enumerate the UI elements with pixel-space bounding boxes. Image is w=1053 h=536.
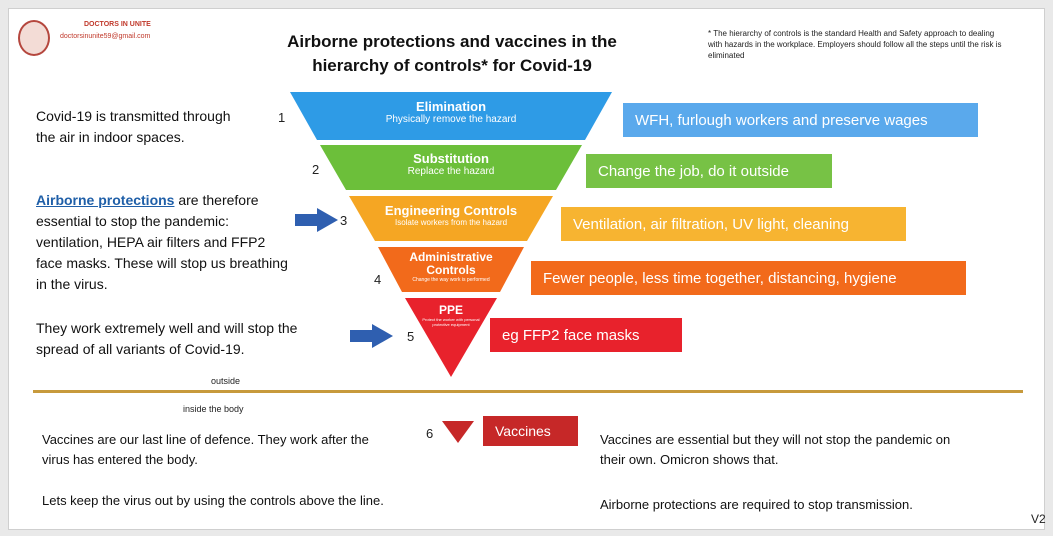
tier-1-number: 1 <box>278 110 286 125</box>
tier-5-number: 5 <box>407 329 415 344</box>
tier-2-number: 2 <box>312 162 320 177</box>
title-line-1: Airborne protections and vaccines in the <box>287 32 617 51</box>
org-name: DOCTORS IN UNITE <box>84 21 151 28</box>
logo-icon <box>18 20 50 56</box>
tier-1-label: Elimination Physically remove the hazard <box>290 99 612 125</box>
page-title: Airborne protections and vaccines in the… <box>262 30 642 78</box>
tier-3-band <box>349 196 553 241</box>
vaccines-box: Vaccines <box>483 416 578 446</box>
tier-3-title: Engineering Controls <box>384 203 518 218</box>
tier-3-subtitle: Isolate workers from the hazard <box>394 218 508 227</box>
tier-5-subtitle: Protect the worker with personal protect… <box>422 317 480 327</box>
bottom-right-text-1: Vaccines are essential but they will not… <box>600 432 951 467</box>
tier-2-band <box>320 145 582 190</box>
tier-2-title: Substitution <box>413 151 489 166</box>
tier-4-title: Administrative Controls <box>409 250 493 277</box>
vaccine-triangle-icon <box>442 421 474 443</box>
bottom-right-text-2: Airborne protections are required to sto… <box>600 497 913 512</box>
tier-3-label: Engineering Controls Isolate workers fro… <box>349 203 553 227</box>
org-email: doctorsinunite59@gmail.com <box>60 33 151 40</box>
arrow-to-tier-3-icon <box>295 208 338 232</box>
tier-1-band <box>290 92 612 140</box>
tier-4-label: Administrative Controls Change the way w… <box>385 250 517 284</box>
title-line-2: hierarchy of controls* for Covid-19 <box>312 56 592 75</box>
tier-2-label: Substitution Replace the hazard <box>320 151 582 177</box>
tier-4-number: 4 <box>374 272 382 287</box>
tier-5-title: PPE <box>438 303 463 317</box>
footnote: * The hierarchy of controls is the stand… <box>708 29 1002 60</box>
tier-5-label: PPE Protect the worker with personal pro… <box>421 303 481 327</box>
tier-4-action-box: Fewer people, less time together, distan… <box>531 261 966 295</box>
vaccine-number: 6 <box>426 426 434 441</box>
left-paragraph-2-rest: are therefore essential to stop the pand… <box>36 192 288 292</box>
outside-label: outside <box>211 376 241 386</box>
left-paragraph-1: Covid-19 is transmitted through the air … <box>36 108 231 145</box>
bottom-left-text-2: Lets keep the virus out by using the con… <box>42 493 384 508</box>
airborne-protections-link: Airborne protections <box>36 192 175 208</box>
body-divider-line <box>33 390 1023 393</box>
version-label: V2 <box>1031 512 1046 526</box>
tier-2-subtitle: Replace the hazard <box>407 166 495 177</box>
left-paragraph-3: They work extremely well and will stop t… <box>36 320 298 357</box>
tier-3-action-box: Ventilation, air filtration, UV light, c… <box>561 207 906 241</box>
arrow-to-tier-5-icon <box>350 324 393 348</box>
tier-1-subtitle: Physically remove the hazard <box>385 114 517 125</box>
tier-4-subtitle: Change the way work is performed <box>412 277 490 283</box>
tier-5-action-box: eg FFP2 face masks <box>490 318 682 352</box>
tier-5-band <box>405 298 497 377</box>
tier-1-action-box: WFH, furlough workers and preserve wages <box>623 103 978 137</box>
inside-body-label: inside the body <box>183 404 244 414</box>
tier-2-action-box: Change the job, do it outside <box>586 154 832 188</box>
tier-3-number: 3 <box>340 213 348 228</box>
bottom-left-text-1: Vaccines are our last line of defence. T… <box>42 432 369 467</box>
left-paragraph-2: Airborne protections are therefore essen… <box>36 190 291 295</box>
tier-1-title: Elimination <box>415 99 487 114</box>
tier-4-band <box>378 247 524 292</box>
